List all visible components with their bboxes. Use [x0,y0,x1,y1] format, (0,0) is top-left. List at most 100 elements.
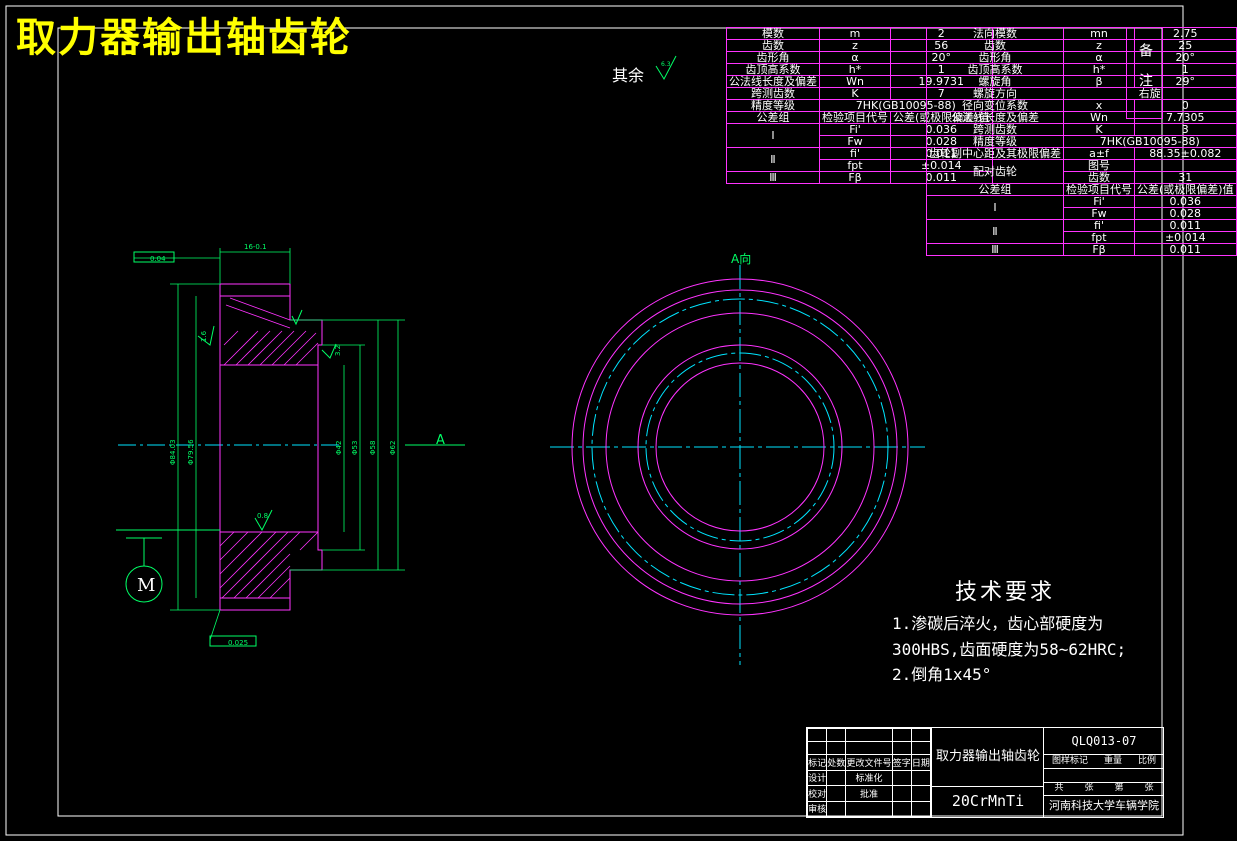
tb-scale-row: 图样标记 重量 比例 [1043,754,1164,769]
roughness-c: 3.2 [334,345,342,356]
tb-role-check: 校对 [806,785,828,802]
tb-sheet-unit2: 张 [1144,783,1154,793]
dim-d2: Φ79.56 [187,439,195,465]
tb-col-weight: 重量 [1103,756,1122,766]
tol-item: Fi' [1063,195,1135,208]
dim-runout-bottom: 0.025 [228,639,248,647]
dim-d4: Φ53 [351,441,359,455]
tol-value: 0.028 [1134,207,1237,220]
title-block: 标记 处数 更改文件号 签字 日期 设计 标准化 校对 批准 审核 取力器输出轴… [806,727,1164,818]
tb-col-scale: 比例 [1137,756,1156,766]
pair-item-label: 齿数 [1063,171,1135,184]
param-value: 29° [1134,75,1237,88]
param-label: 螺旋方向 [926,87,1064,100]
param-symbol: m [819,27,891,40]
param-label: 精度等级 [926,135,1064,148]
drawing-title: 取力器输出轴齿轮 [16,15,352,61]
param-label: 齿形角 [726,51,820,64]
pair-item-label: 图号 [1063,159,1135,172]
param-label: 跨测齿数 [926,123,1064,136]
tb-role-design: 设计 [806,769,828,787]
school-name: 河南科技大学车辆学院 [1043,795,1164,817]
tb-label-sign: 签字 [891,754,912,771]
param-value: 3 [1134,123,1237,136]
tol-group: Ⅱ [726,147,820,172]
motor-symbol [125,565,163,603]
dim-d3: Φ42 [335,441,343,455]
param-value: 7HK(GB10095-88) [1063,135,1237,148]
param-symbol: β [1063,75,1135,88]
tb-role-review: 审核 [806,800,828,818]
tb-sheet-total: 共 [1054,783,1064,793]
param-symbol: K [1063,123,1135,136]
param-label: 公法线长度及偏差 [926,111,1064,124]
tol-value: 0.011 [1134,243,1237,256]
tol-header-value: 公差(或极限偏差)值 [1134,183,1237,196]
tb-col-pattern: 图样标记 [1051,756,1088,766]
tb-label-mark: 标记 [806,754,828,771]
dim-d5: Φ58 [369,441,377,455]
param-label: 公法线长度及偏差 [726,75,820,88]
tol-header-item: 检验项目代号 [1063,183,1135,196]
tb-blank-row [1043,768,1164,783]
inner-border [57,27,1163,817]
param-label: 齿顶高系数 [926,63,1064,76]
param-label: 模数 [726,27,820,40]
dim-d1: Φ84.03 [169,439,177,465]
dim-runout-top: 0.04 [150,255,166,263]
tol-item: fi' [1063,219,1135,232]
tol-item: Fβ [819,171,891,184]
param-label: 齿顶高系数 [726,63,820,76]
tb-sheet-unit1: 张 [1084,783,1094,793]
param-symbol: K [819,87,891,100]
dim-d6: Φ62 [389,441,397,455]
param-label: 法向模数 [926,27,1064,40]
tol-group: Ⅲ [926,243,1064,256]
pair-item-value [1134,159,1237,172]
tol-value: 0.011 [1134,219,1237,232]
outer-border [5,5,1184,836]
param-symbol: z [819,39,891,52]
drawing-number: QLQ013-07 [1043,728,1164,755]
roughness-note: 其余 [612,66,645,85]
tol-value: ±0.014 [1134,231,1237,244]
tech-line-2: 300HBS,齿面硬度为58~62HRC; [892,640,1127,659]
param-symbol: Wn [1063,111,1135,124]
tech-line-1: 1.渗碳后淬火，齿心部硬度为 [892,614,1104,633]
tol-group: Ⅲ [726,171,820,184]
tol-header-group: 公差组 [726,111,820,124]
center-distance-symbol: a±f [1063,147,1135,160]
param-symbol: z [1063,39,1135,52]
tol-header-item: 检验项目代号 [819,111,891,124]
param-symbol: mn [1063,27,1135,40]
roughness-a: 1.6 [200,330,208,342]
tb-role-std: 标准化 [845,769,893,787]
param-label: 跨测齿数 [726,87,820,100]
tol-item: Fw [1063,207,1135,220]
param-symbol: α [819,51,891,64]
param-symbol: h* [1063,63,1135,76]
drawing-canvas: Φ84.03 Φ79.56 Φ42 Φ53 Φ58 Φ62 16-0.1 0.0… [5,5,1184,836]
view-label: A向 [731,251,751,266]
end-view [550,265,925,665]
material: 20CrMnTi [931,786,1044,817]
tol-value: 0.036 [1134,195,1237,208]
param-label: 精度等级 [726,99,820,112]
roughness-symbol [655,55,677,81]
param-symbol: α [1063,51,1135,64]
param-label: 齿数 [926,39,1064,52]
tol-group: Ⅱ [926,219,1064,244]
tol-group: Ⅰ [926,195,1064,220]
tb-label-date: 日期 [910,754,932,771]
tol-item: Fβ [1063,243,1135,256]
tol-group: Ⅰ [726,123,820,148]
tol-header-group: 公差组 [926,183,1064,196]
tol-item: fi' [819,147,891,160]
tech-title: 技术要求 [955,580,1056,605]
param-symbol: h* [819,63,891,76]
pair-item-value: 31 [1134,171,1237,184]
tech-line-3: 2.倒角1x45° [892,665,992,684]
center-distance-value: 88.35±0.082 [1134,147,1237,160]
param-symbol: x [1063,99,1135,112]
